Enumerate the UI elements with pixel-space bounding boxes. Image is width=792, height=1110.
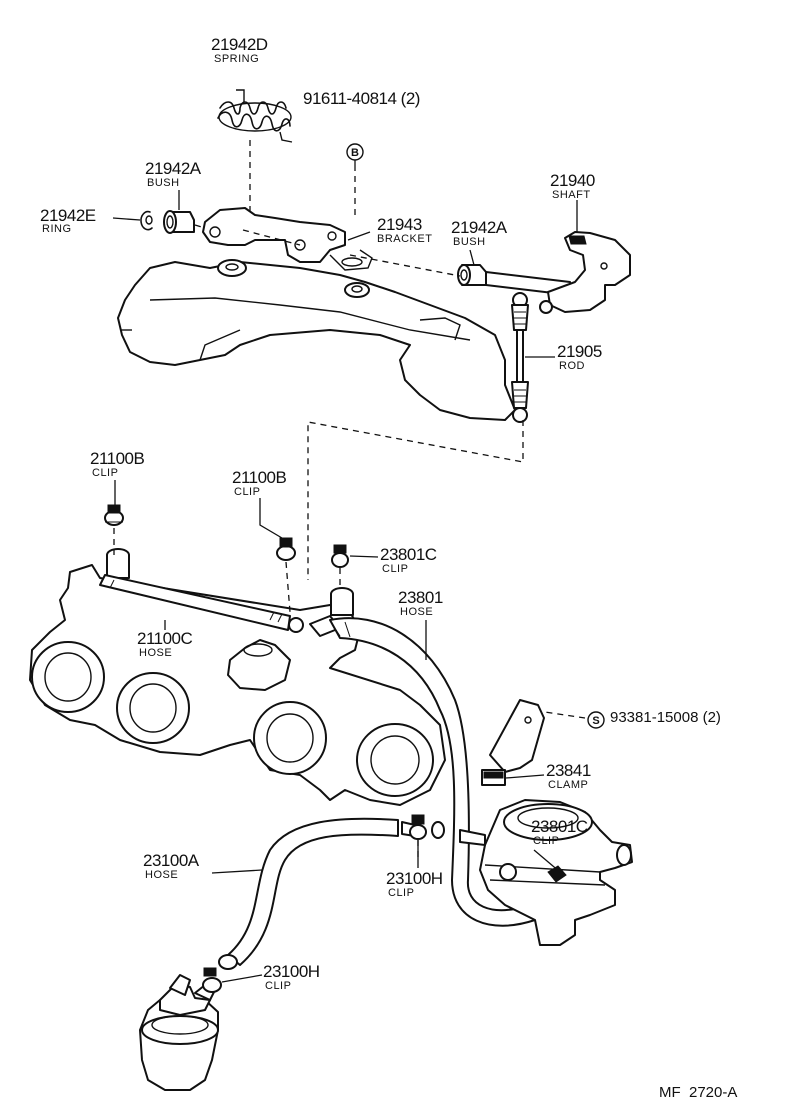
part-label[interactable]: 23100H CLIP [386, 869, 443, 899]
part-label[interactable]: 93381-15008 (2) [610, 709, 721, 726]
part-label[interactable]: 21943 BRACKET [377, 215, 432, 245]
svg-text:23100H: 23100H [386, 869, 443, 888]
svg-text:21942E: 21942E [40, 206, 96, 225]
svg-text:21940: 21940 [550, 171, 595, 190]
svg-text:21100C: 21100C [137, 629, 193, 648]
part-label[interactable]: 23100H CLIP [263, 962, 320, 992]
svg-text:HOSE: HOSE [400, 606, 433, 618]
part-label[interactable]: 21942D SPRING [211, 35, 268, 65]
bush-icon [457, 264, 487, 286]
svg-text:21905: 21905 [557, 342, 602, 361]
throttle-shaft-icon [485, 231, 631, 314]
part-label[interactable]: 23801C CLIP [380, 545, 437, 575]
svg-text:SHAFT: SHAFT [552, 189, 591, 201]
svg-text:CLIP: CLIP [382, 563, 408, 575]
svg-text:21943: 21943 [377, 215, 422, 234]
svg-text:23801C: 23801C [380, 545, 437, 564]
svg-text:CLIP: CLIP [265, 980, 291, 992]
hose-clip-icon [276, 537, 296, 561]
svg-text:B: B [351, 147, 359, 159]
svg-text:91611-40814 (2): 91611-40814 (2) [303, 89, 420, 108]
svg-text:93381-15008 (2): 93381-15008 (2) [610, 709, 721, 726]
svg-text:BRACKET: BRACKET [377, 233, 432, 245]
svg-text:21100B: 21100B [90, 449, 145, 468]
intake-manifold-icon [29, 548, 446, 806]
svg-text:HOSE: HOSE [139, 647, 172, 659]
leader-lines [112, 160, 586, 983]
part-label[interactable]: 23801 HOSE [398, 588, 443, 618]
svg-text:21942A: 21942A [145, 159, 202, 178]
part-label[interactable]: 91611-40814 (2) [303, 89, 420, 108]
svg-text:HOSE: HOSE [145, 869, 178, 881]
svg-text:RING: RING [42, 223, 72, 235]
svg-text:MF 2720-A: MF 2720-A [659, 1084, 737, 1101]
svg-text:S: S [592, 715, 599, 727]
part-label[interactable]: 23100A HOSE [143, 851, 200, 881]
part-label[interactable]: 23841 CLAMP [546, 761, 591, 791]
svg-text:21942D: 21942D [211, 35, 268, 54]
svg-text:23801C: 23801C [531, 817, 588, 836]
diagram-code: MF 2720-A [659, 1084, 737, 1101]
intake-manifold-upper [117, 259, 516, 421]
hose-clip-icon [409, 814, 445, 840]
svg-text:23801: 23801 [398, 588, 443, 607]
bush-icon [163, 210, 195, 234]
link-rod-icon [511, 292, 529, 423]
snap-ring-icon [140, 210, 153, 231]
bracket-icon [202, 207, 373, 271]
svg-text:23841: 23841 [546, 761, 591, 780]
svg-text:CLIP: CLIP [234, 486, 260, 498]
coil-spring-icon [217, 89, 293, 143]
part-label[interactable]: 21942E RING [40, 206, 96, 235]
bolt-symbol: B [346, 143, 364, 161]
screw-symbol: S [587, 711, 605, 729]
part-label[interactable]: 23801C CLIP [531, 817, 588, 847]
svg-text:21942A: 21942A [451, 218, 508, 237]
svg-text:23100H: 23100H [263, 962, 320, 981]
svg-text:23100A: 23100A [143, 851, 200, 870]
svg-text:SPRING: SPRING [214, 53, 259, 65]
fuel-filter-icon [139, 974, 219, 1091]
part-label[interactable]: 21905 ROD [557, 342, 602, 372]
svg-text:CLAMP: CLAMP [548, 779, 588, 791]
part-label[interactable]: 21100B CLIP [90, 449, 145, 479]
part-label[interactable]: 21942A BUSH [451, 218, 508, 248]
hose-clip-icon [202, 967, 222, 993]
svg-text:ROD: ROD [559, 360, 585, 372]
part-label[interactable]: 21940 SHAFT [550, 171, 595, 201]
part-label[interactable]: 21100B CLIP [232, 468, 287, 498]
svg-text:21100B: 21100B [232, 468, 287, 487]
svg-text:CLIP: CLIP [388, 887, 414, 899]
hose-clip-icon [104, 504, 124, 526]
svg-text:BUSH: BUSH [147, 177, 180, 189]
part-label[interactable]: 21942A BUSH [145, 159, 202, 189]
clamp-icon [481, 699, 545, 786]
hose-clip-icon [331, 544, 349, 568]
fuel-hose-icon [218, 817, 416, 970]
svg-text:CLIP: CLIP [533, 835, 559, 847]
svg-text:BUSH: BUSH [453, 236, 486, 248]
part-label[interactable]: 21100C HOSE [137, 629, 193, 659]
svg-text:CLIP: CLIP [92, 467, 118, 479]
